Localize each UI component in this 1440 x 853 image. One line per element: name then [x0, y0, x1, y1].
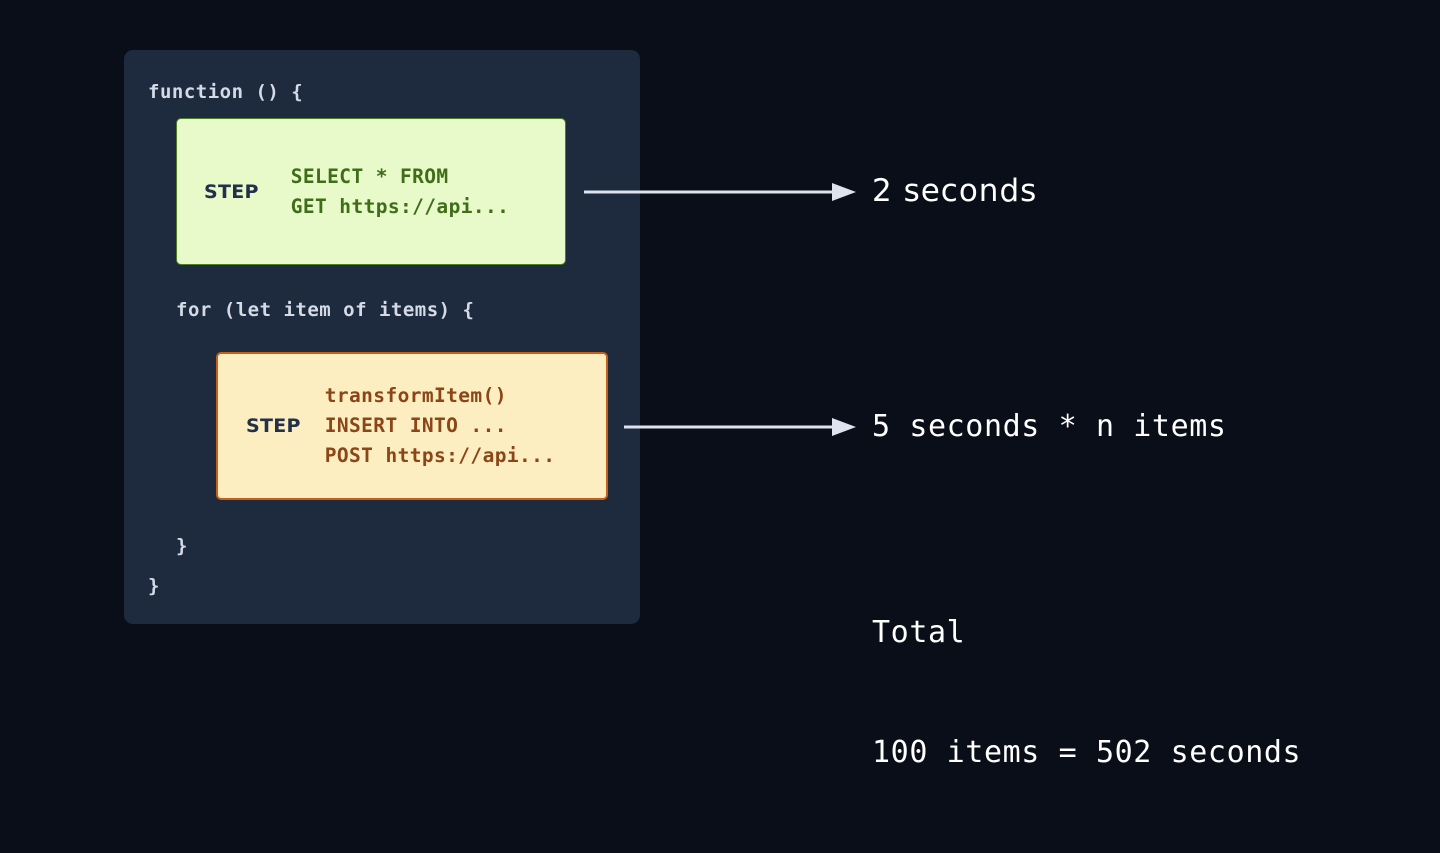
annotation-duration-step-1: 2 seconds [872, 173, 1038, 209]
step-body-line: INSERT INTO ... [324, 414, 507, 437]
step-body-line: SELECT * FROM [290, 164, 449, 188]
step-body-line: POST https://api... [324, 444, 556, 467]
step-box-transform: STEP transformItem() INSERT INTO ... POS… [216, 352, 608, 500]
total-summary: Total 100 items = 502 seconds [872, 533, 1301, 853]
step-body-select: SELECT * FROM GET https://api... [291, 162, 510, 222]
code-line-function-close: } [148, 575, 160, 597]
code-panel: function () { STEP SELECT * FROM GET htt… [124, 50, 640, 624]
annotation-duration-step-2: 5 seconds * n items [872, 409, 1227, 444]
step-label: STEP [246, 415, 301, 437]
step-label: STEP [204, 180, 259, 203]
total-value: 100 items = 502 seconds [872, 735, 1302, 770]
code-line-function-open: function () { [148, 81, 304, 103]
arrow-to-annotation-2 [624, 415, 856, 439]
code-line-for-open: for (let item of items) { [176, 299, 475, 321]
diagram-canvas: function () { STEP SELECT * FROM GET htt… [124, 50, 1301, 770]
code-line-for-close: } [176, 535, 188, 557]
step-body-transform: transformItem() INSERT INTO ... POST htt… [325, 381, 556, 471]
step-box-select: STEP SELECT * FROM GET https://api... [176, 118, 566, 265]
step-body-line: transformItem() [324, 384, 507, 407]
step-body-line: GET https://api... [290, 194, 510, 218]
total-heading: Total [872, 615, 966, 650]
